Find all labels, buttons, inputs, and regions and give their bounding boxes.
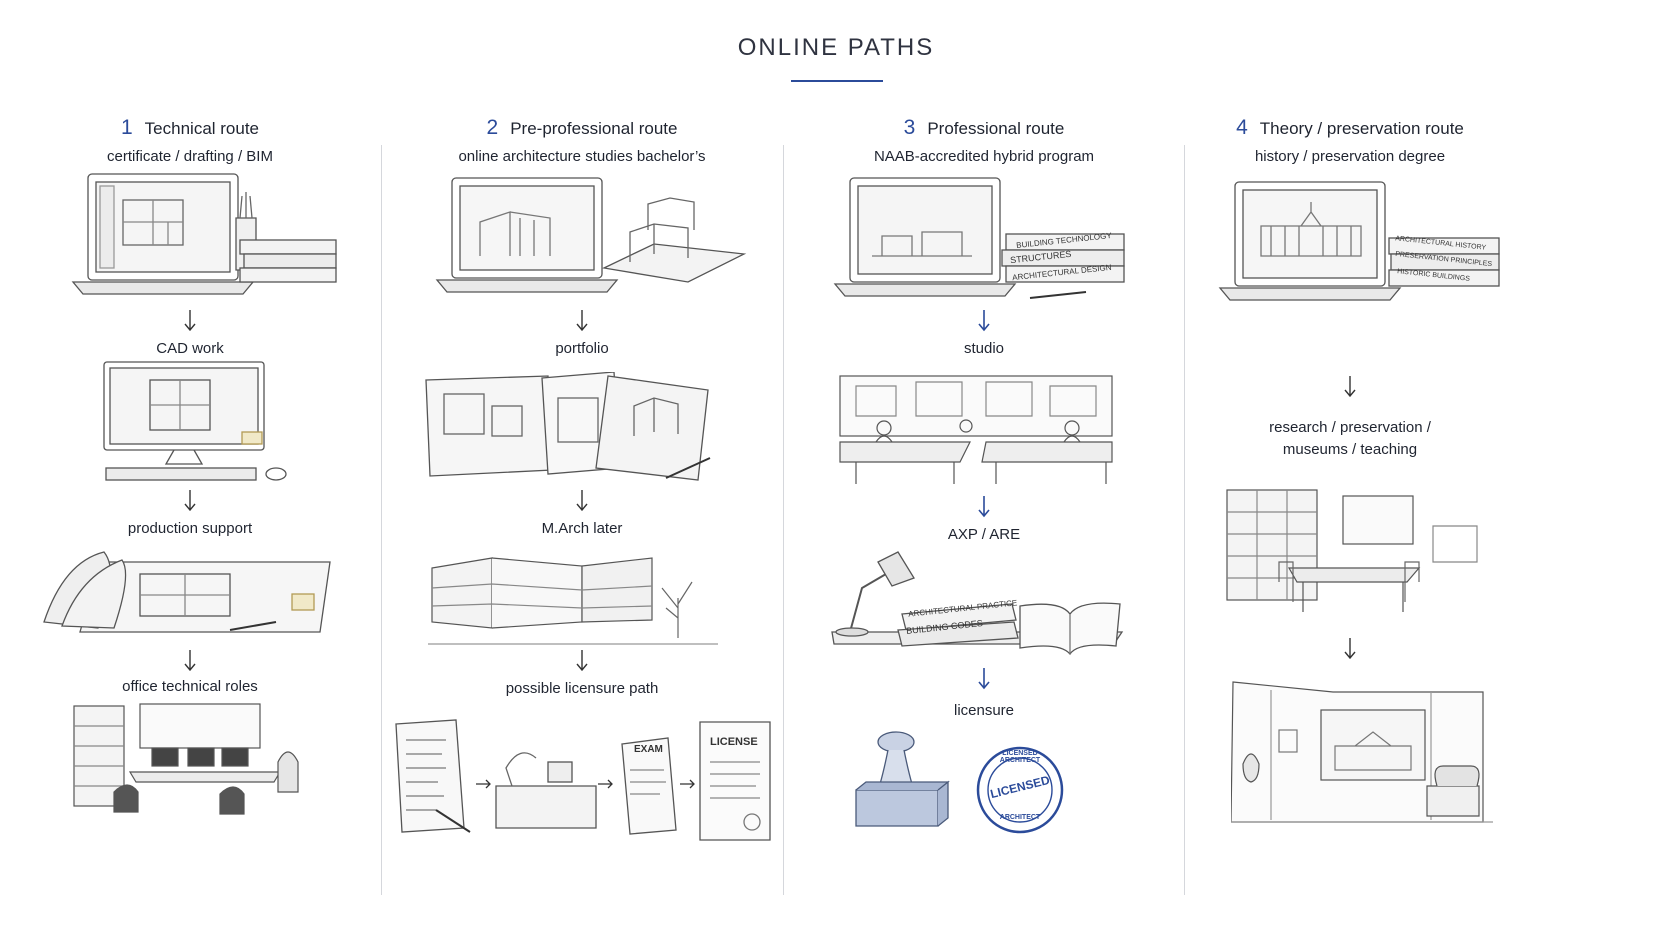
column-title: Professional route [927,119,1065,138]
license-label: LICENSE [710,736,758,748]
step-label: CAD work [156,340,224,357]
column-title: Theory / preservation route [1259,119,1464,138]
down-arrow-icon [976,308,992,334]
column-subheading: history / preservation degree [1254,148,1446,165]
down-arrow-icon [182,308,198,334]
column-heading: 3 Professional route [784,116,1184,140]
column-subheading: certificate / drafting / BIM [107,148,273,165]
step-label: research / preservation / [1269,419,1431,436]
desk-lamp-books-icon: ARCHITECTURAL PRACTICE BUILDING CODES [830,548,1130,658]
column-number: 1 [120,116,133,139]
stamp-top-text: LICENSED ARCHITECT [999,750,1041,764]
step-label: licensure [953,702,1015,719]
licensure-sequence-icon: EXAM LICENSE [388,710,778,850]
page-title: ONLINE PATHS [737,34,935,61]
column-number: 3 [903,116,916,139]
down-arrow-icon [574,648,590,674]
step-label: M.Arch later [541,520,623,537]
step-label: office technical roles [122,678,258,695]
campus-building-icon [428,548,718,648]
column-number: 2 [486,116,499,139]
column-subheading: online architecture studies bachelor’s [458,148,706,165]
step-label: museums / teaching [1282,441,1418,458]
column-number: 4 [1236,116,1248,139]
portfolio-sheets-icon [422,372,722,482]
column-pre-professional-route: 2 Pre-professional route online architect… [382,110,782,910]
desktop-cad-icon [98,360,328,490]
blueprint-rolls-icon [40,542,340,642]
down-arrow-icon [976,494,992,520]
column-title: Pre-professional route [510,119,678,138]
step-label: possible licensure path [505,680,659,697]
down-arrow-icon [574,488,590,514]
step-label: production support [127,520,253,537]
column-heading: 4 Theory / preservation route [1185,116,1515,140]
column-title: Technical route [144,119,260,138]
studio-classroom-icon [836,372,1116,490]
down-arrow-icon [1342,636,1358,662]
column-technical-route: 1 Technical route certificate / drafting … [0,110,380,910]
down-arrow-icon [182,488,198,514]
down-arrow-icon [182,648,198,674]
library-reading-room-icon [1223,486,1483,622]
step-label: portfolio [555,340,609,357]
down-arrow-icon [976,666,992,692]
exam-label: EXAM [634,744,663,755]
column-divider [783,145,784,895]
title-underline [791,80,883,82]
column-subheading: NAAB-accredited hybrid program [873,148,1095,165]
down-arrow-icon [574,308,590,334]
step-label: studio [963,340,1005,357]
laptop-studio-icon: BUILDING TECHNOLOGY STRUCTURES ARCHITECT… [832,176,1132,306]
laptop-building-model-icon [434,176,754,300]
licensed-stamp-icon: LICENSED ARCHITECT LICENSED ARCHITECT [850,730,1090,840]
office-workstations-icon [70,702,310,832]
down-arrow-icon [1342,374,1358,400]
column-professional-route: 3 Professional route NAAB-accredited hybr… [784,110,1184,910]
laptop-floorplan-icon [68,170,348,300]
museum-gallery-icon [1231,670,1493,830]
step-label: AXP / ARE [947,526,1021,543]
column-heading: 2 Pre-professional route [382,116,782,140]
column-theory-preservation-route: 4 Theory / preservation route history / p… [1185,110,1515,910]
column-divider [1184,145,1185,895]
laptop-historic-building-icon: ARCHITECTURAL HISTORY PRESERVATION PRINC… [1217,180,1517,304]
column-heading: 1 Technical route [0,116,380,140]
stamp-bottom-text: ARCHITECT [999,814,1041,821]
column-divider [381,145,382,895]
